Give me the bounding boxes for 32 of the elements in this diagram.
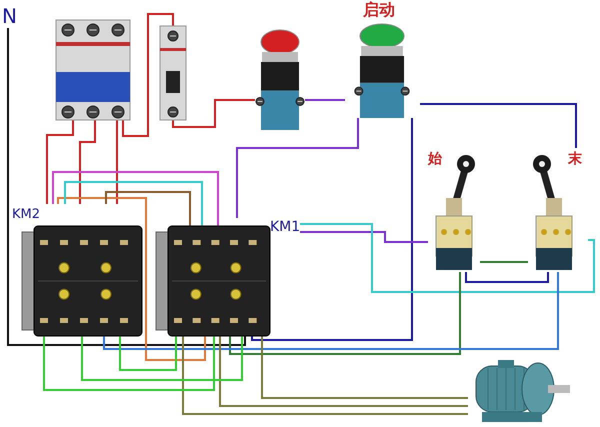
wire [116,120,118,204]
wire [219,336,468,407]
wire [105,191,191,226]
wire [64,181,203,226]
wire [251,118,413,341]
wire [43,336,215,391]
device-label: 启动 [363,2,395,18]
wire [57,197,206,361]
device-label: KM1 [270,220,300,234]
wire [465,272,549,283]
wire [305,99,345,101]
wire [261,336,468,399]
wire [172,99,255,128]
device-label: N [2,6,17,26]
wire [119,336,177,371]
device-label: 末 [568,152,582,166]
wire [300,223,595,293]
wire [236,118,359,218]
wire [420,103,577,148]
wire [122,13,174,137]
wire [229,272,461,355]
wire [81,336,243,381]
wire [46,120,74,204]
wire [480,261,528,263]
wire [52,171,219,226]
wire [79,120,96,204]
wire [7,28,246,346]
wire [103,272,559,350]
wire [300,231,428,243]
wire [182,336,468,415]
device-label: 始 [428,152,442,166]
device-label: KM2 [12,208,40,221]
